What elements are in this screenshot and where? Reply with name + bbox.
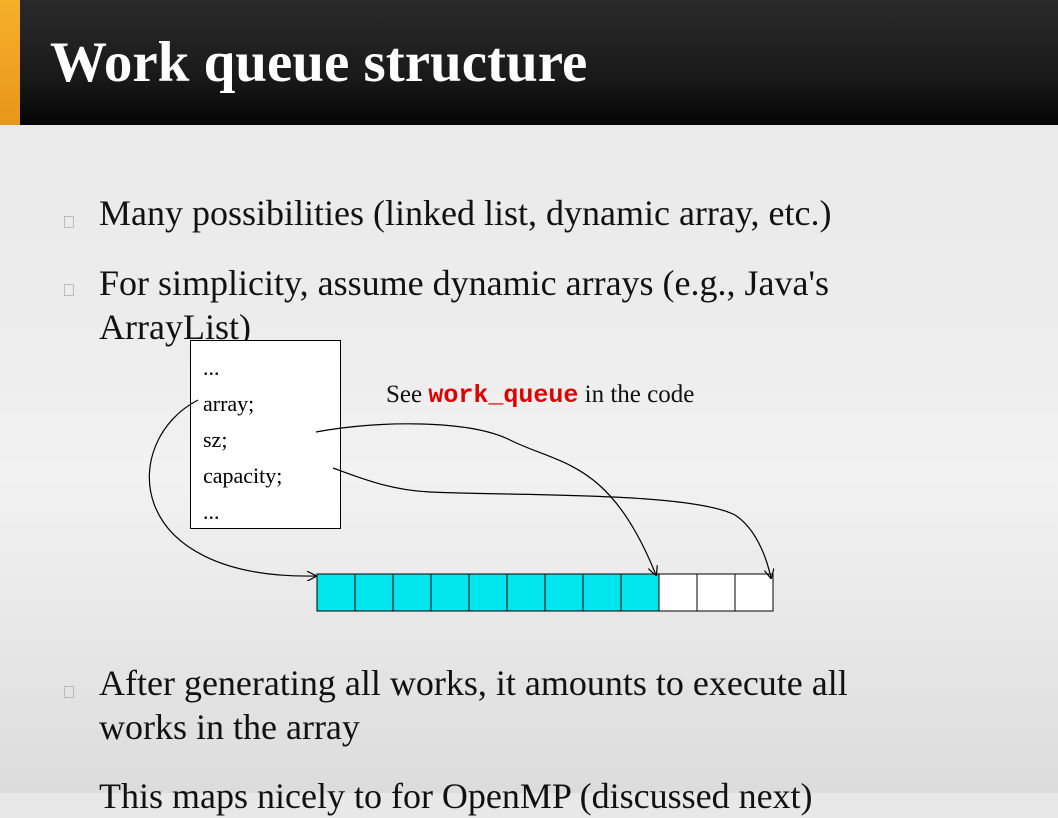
array-cell-filled xyxy=(544,573,584,612)
code-reference-note: See work_queue in the code xyxy=(386,381,694,410)
note-prefix: See xyxy=(386,381,423,408)
array-cell-filled xyxy=(468,573,508,612)
array-cell-filled xyxy=(430,573,470,612)
bullet-2: For simplicity, assume dynamic arrays (e… xyxy=(99,261,999,349)
array-pointer-arrow xyxy=(148,399,316,576)
bullet-2-line-1: For simplicity, assume dynamic arrays (e… xyxy=(99,263,829,303)
bullet-1: Many possibilities (linked list, dynamic… xyxy=(99,191,999,235)
sz-arrow xyxy=(315,423,656,575)
slide-title: Work queue structure xyxy=(50,31,588,94)
array-cell-filled xyxy=(582,573,622,612)
title-bar: Work queue structure xyxy=(0,0,1058,125)
struct-field: ... xyxy=(203,355,220,380)
bullet-marker xyxy=(64,686,74,698)
array-cell-filled xyxy=(506,573,546,612)
title-accent-bar xyxy=(0,0,20,125)
struct-field: ... xyxy=(203,499,220,524)
note-suffix: in the code xyxy=(584,381,695,408)
array-cell-filled xyxy=(316,573,356,612)
diagram-overlay xyxy=(148,399,1058,612)
bullet-marker xyxy=(64,284,74,296)
bullet-3: After generating all works, it amounts t… xyxy=(99,661,999,749)
note-code: work_queue xyxy=(428,381,579,410)
struct-box: ... array; sz; capacity; ... xyxy=(190,340,341,529)
array-cell-filled xyxy=(620,573,660,612)
array-cell-filled xyxy=(354,573,394,612)
array-cells xyxy=(316,573,774,612)
array-cell-empty xyxy=(696,573,736,612)
array-cell-empty xyxy=(734,573,774,612)
struct-field-array: array; xyxy=(203,391,255,416)
struct-field-capacity: capacity; xyxy=(203,463,283,488)
bullet-3-line-1: After generating all works, it amounts t… xyxy=(99,663,848,703)
bullet-marker xyxy=(64,216,74,228)
array-cell-empty xyxy=(658,573,698,612)
array-cell-filled xyxy=(392,573,432,612)
struct-field-sz: sz; xyxy=(203,427,228,452)
bullet-3-line-2: works in the array xyxy=(99,707,360,747)
capacity-arrow xyxy=(332,467,771,578)
bullet-1-line-1: Many possibilities (linked list, dynamic… xyxy=(99,193,832,233)
